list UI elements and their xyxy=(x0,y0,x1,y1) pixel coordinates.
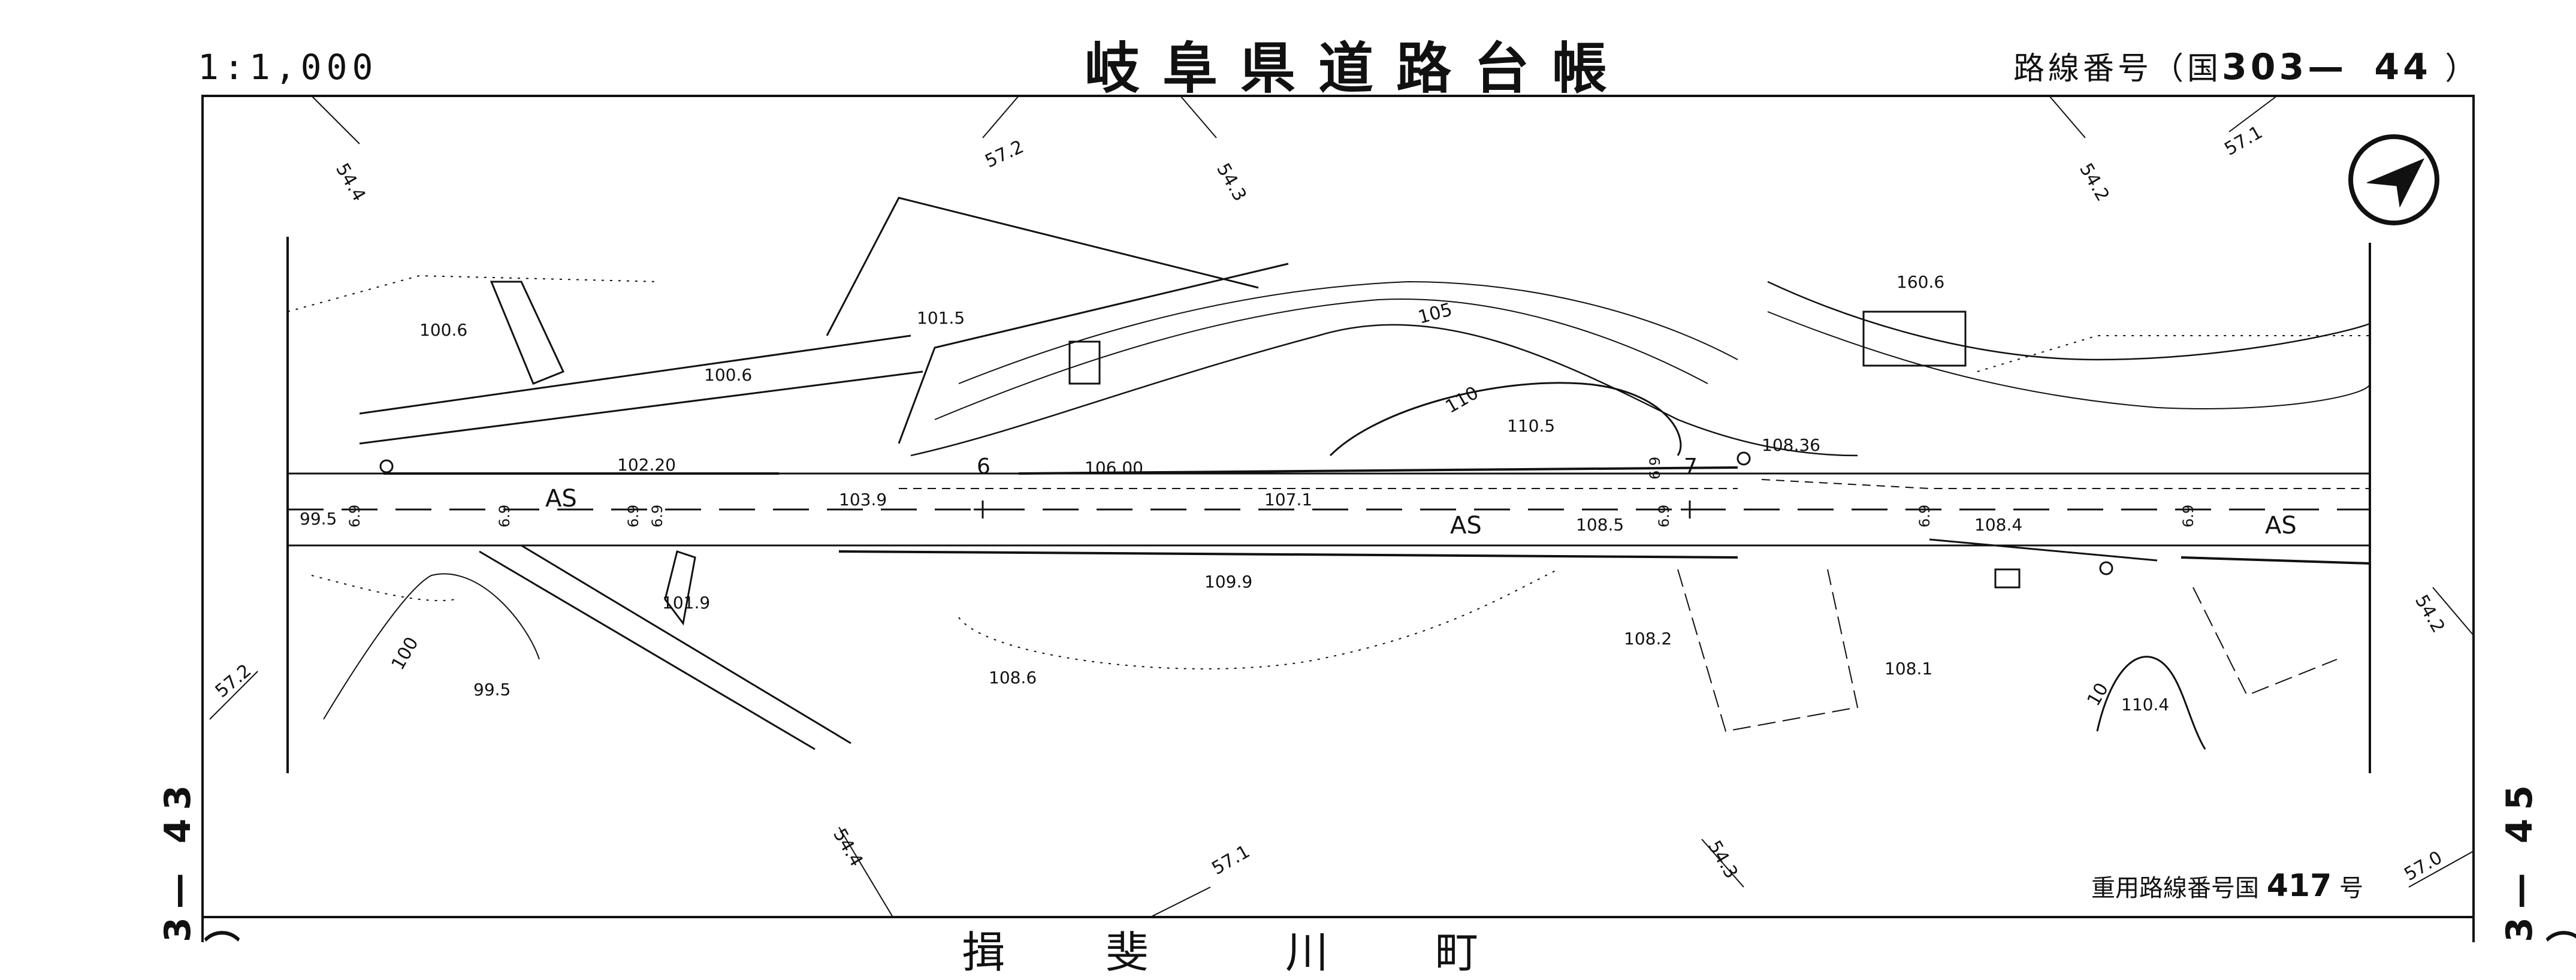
heavy-route-label: 重用路線番号国 417 号 xyxy=(2091,868,2363,904)
buildings xyxy=(490,281,2021,626)
embankment-hatching xyxy=(383,466,2370,565)
spot-height: 108.36 xyxy=(1762,435,1820,455)
width-mark: 6.9 xyxy=(346,505,363,527)
spot-height: 99.5 xyxy=(473,680,511,699)
grid-label: 57.2 xyxy=(982,136,1027,172)
section-mark: 6 xyxy=(977,454,990,479)
side-roads xyxy=(359,197,1289,750)
north-arrow-icon xyxy=(2348,134,2439,225)
map-title: 岐阜県道路台帳 xyxy=(1085,36,1630,101)
spot-height: 110.4 xyxy=(2121,695,2169,714)
contour-label: 10 xyxy=(2083,679,2113,710)
grid-label: 57.2 xyxy=(212,660,256,702)
width-mark: 6.9 xyxy=(2180,505,2197,527)
spot-height: 108.6 xyxy=(989,668,1037,687)
spot-height: 108.5 xyxy=(1576,515,1624,535)
road-surface-label: AS xyxy=(545,485,577,512)
width-mark: 6.9 xyxy=(1647,457,1663,480)
width-mark: 6.9 xyxy=(649,505,666,527)
grid-label: 54.2 xyxy=(2075,160,2113,205)
map-labels: 54.4 57.2 54.3 54.2 57.1 57.2 54.2 54.4 … xyxy=(212,122,2449,885)
width-mark: 6.9 xyxy=(496,505,513,527)
spot-height: 110.5 xyxy=(1507,416,1555,436)
grid-label: 54.4 xyxy=(829,825,867,870)
scale-label: 1:1,000 xyxy=(198,47,378,88)
sheet-frame xyxy=(201,95,2475,942)
map-drawing xyxy=(201,95,2475,942)
spot-height: 100.6 xyxy=(419,320,467,340)
spot-height: 100.6 xyxy=(704,365,752,385)
grid-label: 54.4 xyxy=(331,160,370,205)
road-edge-curve xyxy=(1929,538,2158,562)
route-sheet-value: 44 xyxy=(2374,46,2432,88)
boundary-lines xyxy=(287,275,2370,670)
route-number: 路線番号（国303— 44 ） xyxy=(2013,43,2480,88)
road-surface-label: AS xyxy=(2265,512,2297,539)
grid-label: 54.2 xyxy=(2411,592,2449,637)
spot-height: 102.20 xyxy=(617,455,676,475)
spot-height: 108.1 xyxy=(1885,659,1932,679)
grid-label: 54.3 xyxy=(1704,837,1742,882)
width-mark: 6.9 xyxy=(1656,505,1672,527)
heavy-route-prefix: 重用路線番号国 xyxy=(2091,875,2259,902)
grid-label: 57.0 xyxy=(2401,847,2446,885)
road-lane-line xyxy=(1761,479,2370,489)
survey-cross-icon xyxy=(974,500,1699,518)
parcel-lines xyxy=(1677,569,2338,732)
spot-height: 99.5 xyxy=(300,509,337,529)
route-suffix: ） xyxy=(2445,51,2480,87)
benchmark-icon xyxy=(379,451,2113,575)
grid-label: 57.1 xyxy=(1209,841,1254,879)
width-mark: 6.9 xyxy=(625,505,642,527)
spot-height: 101.5 xyxy=(917,308,965,328)
contour-label: 100 xyxy=(388,634,423,674)
spot-height: 160.6 xyxy=(1896,272,1944,292)
contour-label: 105 xyxy=(1416,299,1454,328)
spot-height: 106.00 xyxy=(1085,458,1143,478)
width-mark: 6.9 xyxy=(1916,505,1933,527)
heavy-route-suffix: 号 xyxy=(2339,875,2363,902)
route-number-value: 303— xyxy=(2222,46,2348,88)
spot-height: 103.9 xyxy=(839,490,887,509)
contour-lines xyxy=(323,281,2370,750)
grid-leaders xyxy=(209,95,2474,918)
road-surface-label: AS xyxy=(1450,512,1482,539)
spot-height: 108.4 xyxy=(1974,515,2022,535)
spot-height: 107.1 xyxy=(1264,490,1312,509)
grid-label: 57.1 xyxy=(2221,122,2266,160)
grid-label: 54.3 xyxy=(1212,160,1251,205)
heavy-route-number: 417 xyxy=(2266,868,2332,904)
section-mark: 7 xyxy=(1684,454,1698,479)
spot-height: 101.9 xyxy=(662,593,710,613)
spot-height: 108.2 xyxy=(1624,629,1672,649)
spot-height: 109.9 xyxy=(1204,572,1252,592)
route-prefix: 路線番号（国 xyxy=(2013,51,2222,87)
contour-label: 110 xyxy=(1442,382,1482,418)
